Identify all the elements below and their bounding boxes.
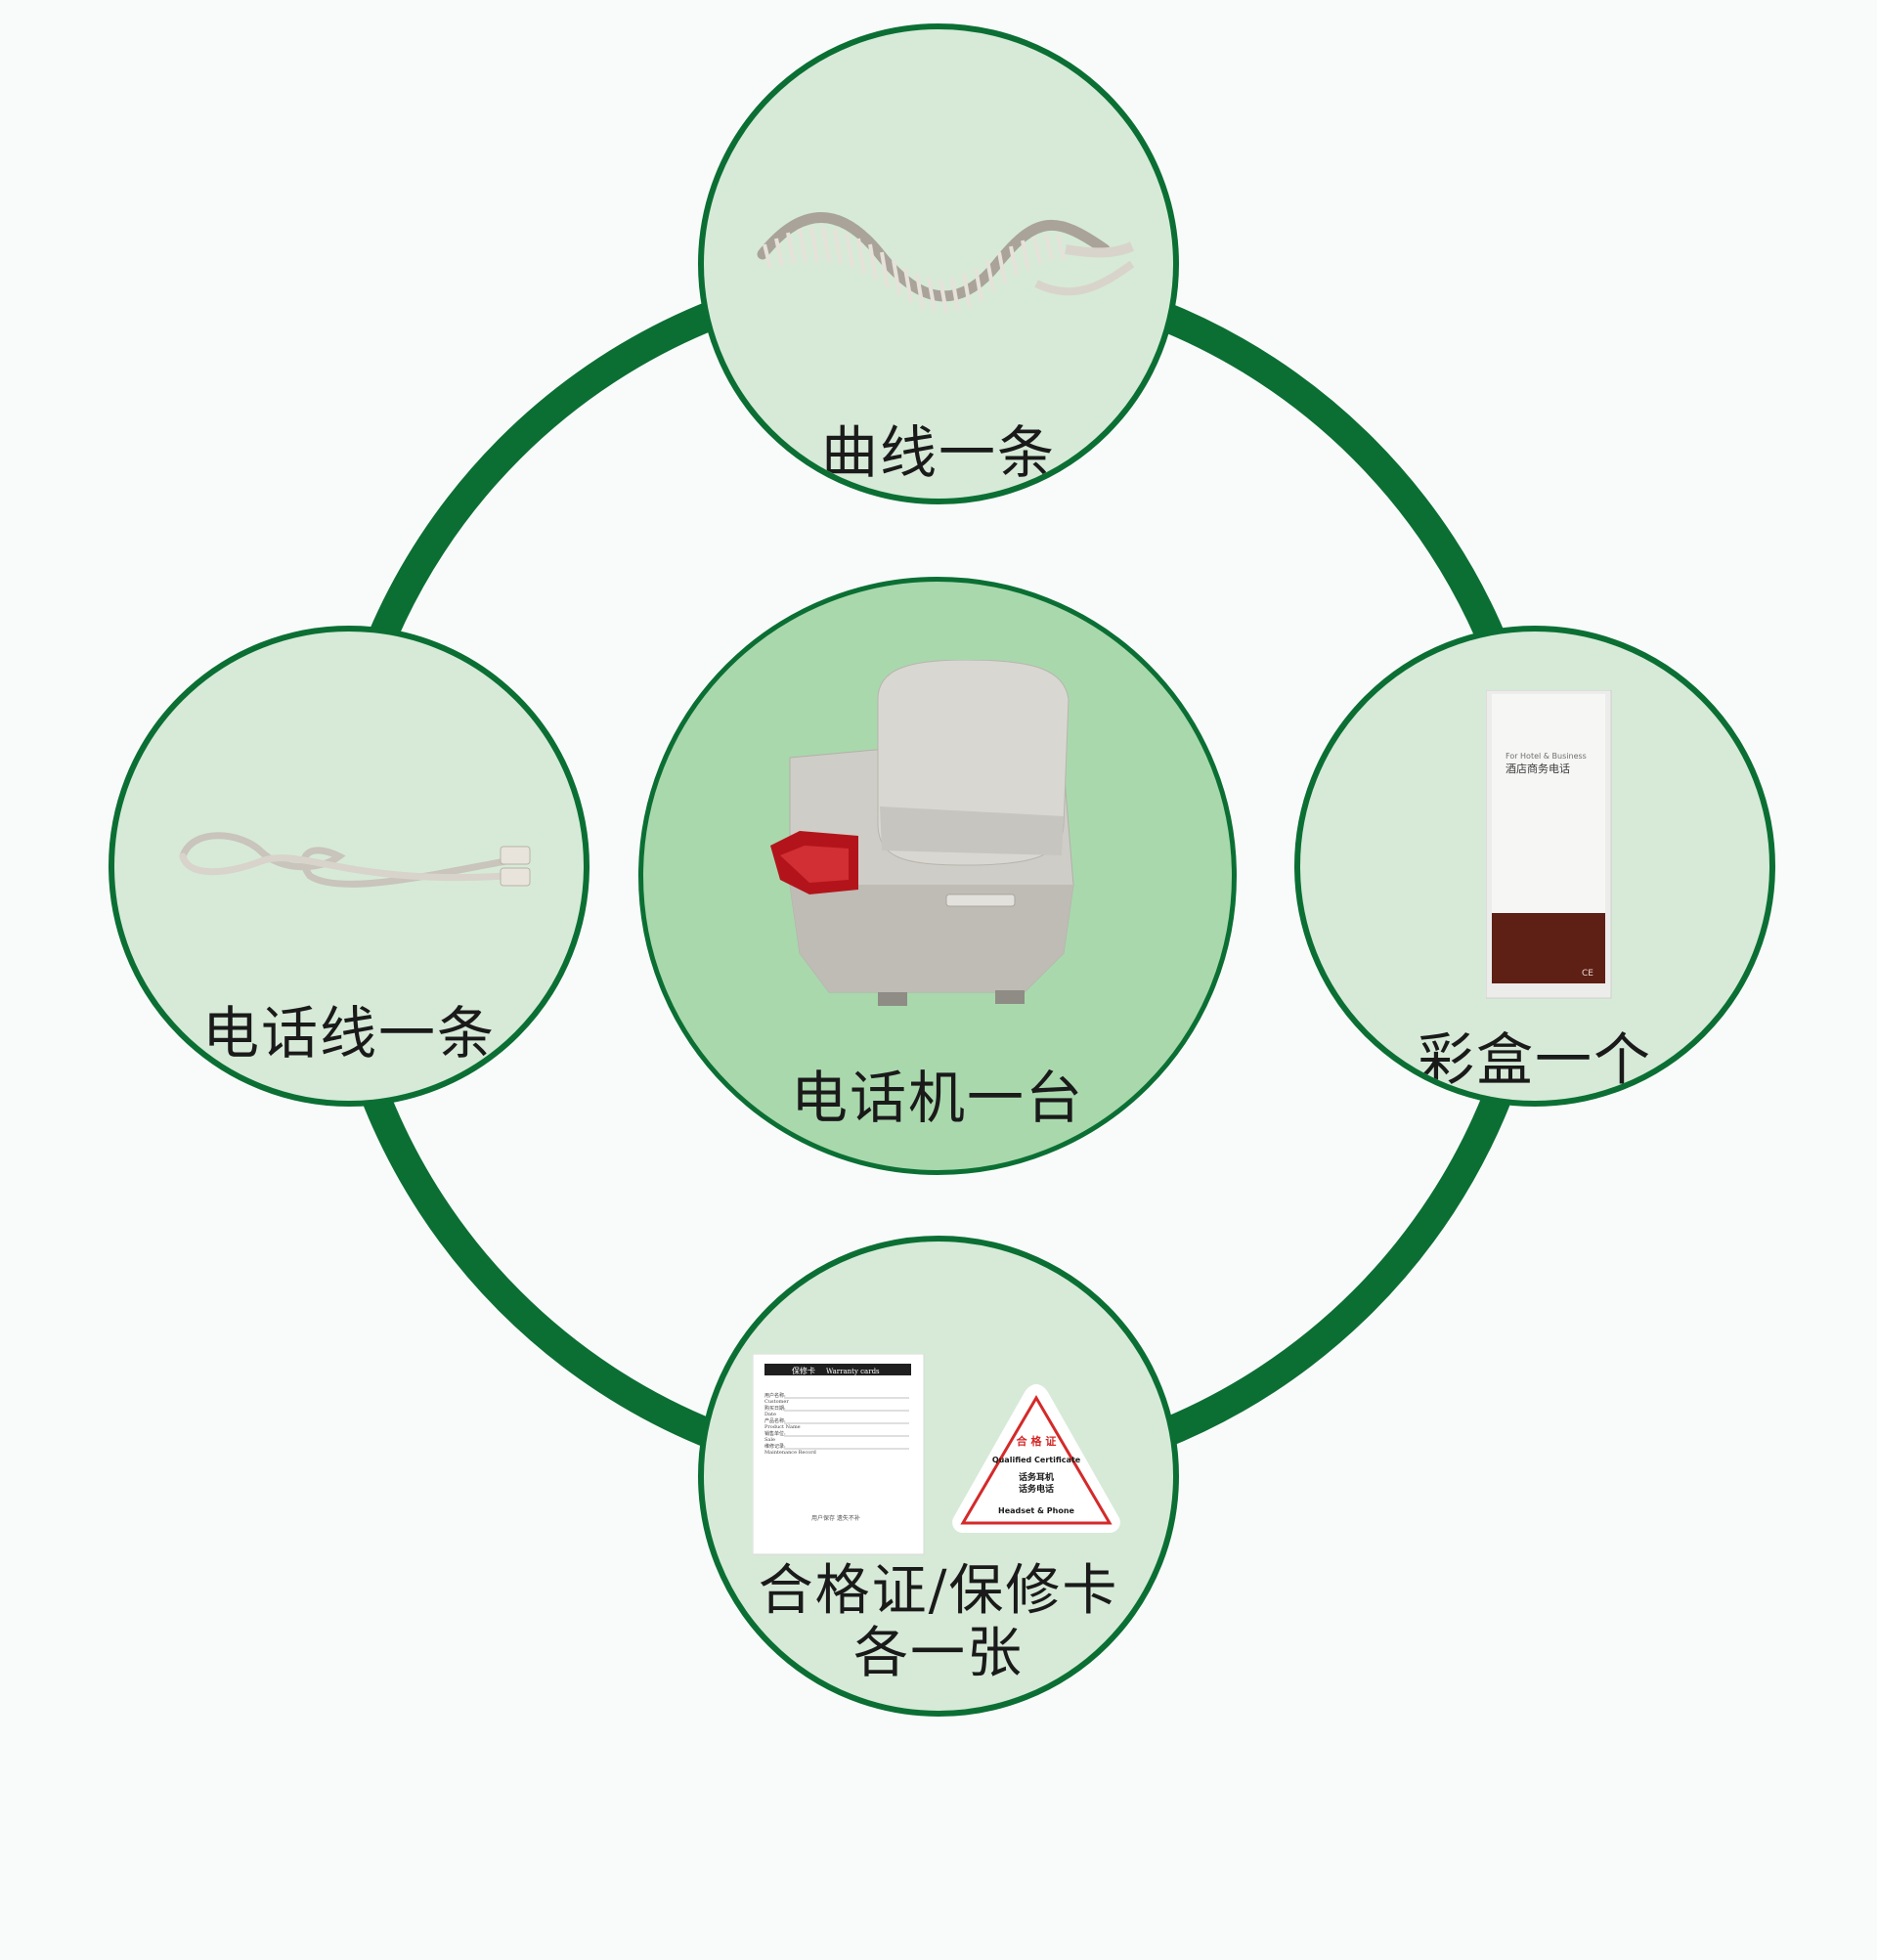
svg-text:话务电话: 话务电话: [1019, 1483, 1054, 1495]
label-certificate-line1: 合格证/保修卡: [758, 1559, 1119, 1623]
certificate-icon: 合 格 证 Qualified Certificate 话务耳机 话务电话 He…: [952, 1384, 1120, 1533]
phone-icon: [770, 660, 1074, 1006]
bubble-phone: 电话机一台: [638, 577, 1237, 1175]
svg-text:Qualified Certificate: Qualified Certificate: [992, 1456, 1081, 1464]
svg-text:CE: CE: [1582, 969, 1593, 979]
svg-text:购买日期:: 购买日期:: [764, 1405, 786, 1412]
svg-text:Customer: Customer: [764, 1399, 789, 1405]
svg-text:合 格 证: 合 格 证: [1017, 1434, 1057, 1448]
svg-text:用户名称:: 用户名称:: [764, 1392, 786, 1399]
svg-text:Maintenance Record: Maintenance Record: [764, 1450, 817, 1456]
warranty-card-icon: 保修卡 Warranty cards 用户名称: Customer 购买日期: …: [753, 1354, 925, 1555]
bubble-phone-line: 电话线一条: [109, 626, 589, 1107]
svg-text:Warranty cards: Warranty cards: [826, 1368, 880, 1375]
svg-text:产品名称:: 产品名称:: [764, 1417, 786, 1424]
svg-text:Sale: Sale: [764, 1437, 775, 1443]
svg-text:Headset & Phone: Headset & Phone: [998, 1506, 1075, 1515]
svg-text:Date: Date: [764, 1412, 776, 1417]
label-phone-line: 电话线一条: [201, 1000, 496, 1067]
svg-text:维修记录:: 维修记录:: [764, 1443, 786, 1450]
svg-text:酒店商务电话: 酒店商务电话: [1506, 762, 1570, 775]
label-coiled-cord: 曲线一条: [820, 419, 1056, 486]
svg-text:用户保存 遗失不补: 用户保存 遗失不补: [811, 1514, 860, 1522]
phone-line-icon: [179, 832, 531, 888]
gift-box-icon: For Hotel & Business 酒店商务电话 CE: [1486, 690, 1612, 999]
label-certificate-line2: 各一张: [853, 1622, 1024, 1685]
bubble-coiled-cord: 曲线一条: [698, 23, 1179, 504]
bubble-certificate: 保修卡 Warranty cards 用户名称: Customer 购买日期: …: [698, 1236, 1179, 1717]
svg-text:销售单位:: 销售单位:: [764, 1430, 786, 1437]
label-phone: 电话机一台: [790, 1065, 1084, 1131]
bubble-gift-box: For Hotel & Business 酒店商务电话 CE 彩盒一个: [1294, 626, 1775, 1107]
label-gift-box: 彩盒一个: [1417, 1026, 1652, 1093]
svg-text:For Hotel & Business: For Hotel & Business: [1506, 752, 1587, 761]
svg-text:话务耳机: 话务耳机: [1019, 1471, 1054, 1483]
svg-text:保修卡: 保修卡: [792, 1366, 815, 1375]
coiled-cord-icon: [757, 212, 1134, 314]
svg-text:Product Name: Product Name: [764, 1424, 801, 1430]
